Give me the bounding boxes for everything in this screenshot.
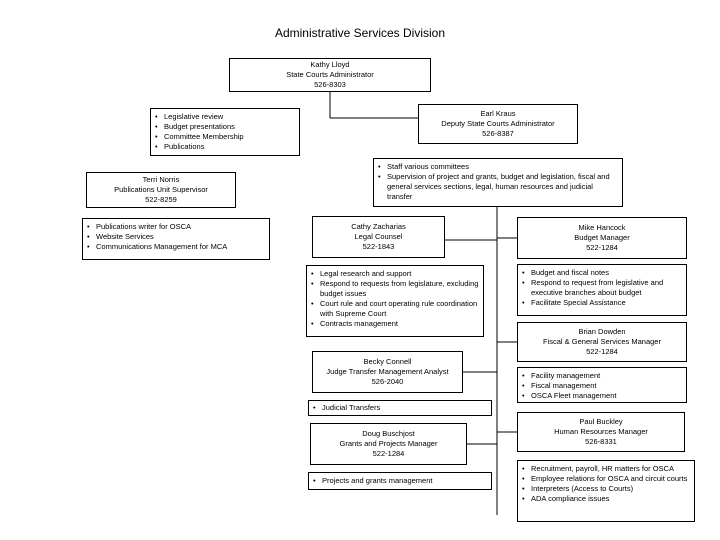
box-fiscal-general-services-manager: Brian Dowden Fiscal & General Services M… bbox=[517, 322, 687, 362]
zacharias-duty: Court rule and court operating rule coor… bbox=[311, 299, 479, 319]
buschjost-name: Doug Buschjost bbox=[362, 429, 415, 438]
buckley-duties-list: Recruitment, payroll, HR matters for OSC… bbox=[517, 460, 695, 522]
lloyd-duty: Committee Membership bbox=[155, 132, 295, 142]
norris-duties-list: Publications writer for OSCA Website Ser… bbox=[82, 218, 270, 260]
lloyd-duty: Budget presentations bbox=[155, 122, 295, 132]
box-legal-counsel: Cathy Zacharias Legal Counsel 522-1843 bbox=[312, 216, 445, 258]
connell-duty: Judicial Transfers bbox=[313, 403, 487, 413]
dowden-duties-list: Facility management Fiscal management OS… bbox=[517, 367, 687, 403]
zacharias-duties-list: Legal research and support Respond to re… bbox=[306, 265, 484, 337]
box-deputy-administrator: Earl Kraus Deputy State Courts Administr… bbox=[418, 104, 578, 144]
norris-role: Publications Unit Supervisor bbox=[114, 185, 208, 194]
lloyd-duty: Legislative review bbox=[155, 112, 295, 122]
kraus-duties-list: Staff various committees Supervision of … bbox=[373, 158, 623, 207]
norris-phone: 522-8259 bbox=[145, 195, 177, 204]
zacharias-phone: 522-1843 bbox=[362, 242, 395, 251]
lloyd-phone: 526-8303 bbox=[314, 80, 346, 89]
lloyd-role: State Courts Administrator bbox=[286, 70, 374, 79]
connell-role: Judge Transfer Management Analyst bbox=[326, 367, 449, 376]
buckley-duty: Interpreters (Access to Courts) bbox=[522, 484, 690, 494]
hancock-duty: Respond to request from legislative and … bbox=[522, 278, 682, 298]
dowden-duty: Facility management bbox=[522, 371, 682, 381]
zacharias-duty: Respond to requests from legislature, ex… bbox=[311, 279, 479, 299]
buckley-duty: Employee relations for OSCA and circuit … bbox=[522, 474, 690, 484]
buschjost-role: Grants and Projects Manager bbox=[339, 439, 438, 448]
norris-duty: Publications writer for OSCA bbox=[87, 222, 265, 232]
buckley-duty: Recruitment, payroll, HR matters for OSC… bbox=[522, 464, 690, 474]
kraus-role: Deputy State Courts Administrator bbox=[441, 119, 555, 128]
box-budget-manager: Mike Hancock Budget Manager 522-1284 bbox=[517, 217, 687, 259]
box-judge-transfer-analyst: Becky Connell Judge Transfer Management … bbox=[312, 351, 463, 393]
norris-duty: Communications Management for MCA bbox=[87, 242, 265, 252]
zacharias-role: Legal Counsel bbox=[354, 232, 403, 241]
norris-name: Terri Norris bbox=[142, 175, 180, 184]
zacharias-duty: Contracts management bbox=[311, 319, 479, 329]
hancock-phone: 522-1284 bbox=[586, 243, 618, 252]
buschjost-duties-list: Projects and grants management bbox=[308, 472, 492, 490]
connell-name: Becky Connell bbox=[363, 357, 412, 366]
buckley-duty: ADA compliance issues bbox=[522, 494, 690, 504]
kraus-phone: 526-8387 bbox=[482, 129, 514, 138]
zacharias-name: Cathy Zacharias bbox=[351, 222, 406, 231]
lloyd-duties-list: Legislative review Budget presentations … bbox=[150, 108, 300, 156]
dowden-duty: Fiscal management bbox=[522, 381, 682, 391]
connell-phone: 526-2040 bbox=[371, 377, 404, 386]
hancock-role: Budget Manager bbox=[574, 233, 630, 242]
dowden-name: Brian Dowden bbox=[578, 327, 626, 336]
hancock-duty: Facilitate Special Assistance bbox=[522, 298, 682, 308]
norris-duty: Website Services bbox=[87, 232, 265, 242]
kraus-name: Earl Kraus bbox=[480, 109, 516, 118]
page-title: Administrative Services Division bbox=[274, 26, 446, 40]
buckley-name: Paul Buckley bbox=[579, 417, 623, 426]
connell-duties-list: Judicial Transfers bbox=[308, 400, 492, 416]
zacharias-duty: Legal research and support bbox=[311, 269, 479, 279]
dowden-role: Fiscal & General Services Manager bbox=[543, 337, 661, 346]
buckley-role: Human Resources Manager bbox=[554, 427, 648, 436]
buckley-phone: 526-8331 bbox=[585, 437, 617, 446]
box-state-courts-administrator: Kathy Lloyd State Courts Administrator 5… bbox=[229, 58, 431, 92]
lloyd-name: Kathy Lloyd bbox=[310, 60, 350, 69]
box-grants-projects-manager: Doug Buschjost Grants and Projects Manag… bbox=[310, 423, 467, 465]
hancock-name: Mike Hancock bbox=[578, 223, 626, 232]
dowden-duty: OSCA Fleet management bbox=[522, 391, 682, 401]
lloyd-duty: Publications bbox=[155, 142, 295, 152]
box-publications-supervisor: Terri Norris Publications Unit Superviso… bbox=[86, 172, 236, 208]
kraus-duty: Staff various committees bbox=[378, 162, 618, 172]
dowden-phone: 522-1284 bbox=[586, 347, 618, 356]
buschjost-duty: Projects and grants management bbox=[313, 476, 487, 486]
kraus-duty: Supervision of project and grants, budge… bbox=[378, 172, 618, 202]
box-human-resources-manager: Paul Buckley Human Resources Manager 526… bbox=[517, 412, 685, 452]
buschjost-phone: 522-1284 bbox=[372, 449, 405, 458]
hancock-duties-list: Budget and fiscal notes Respond to reque… bbox=[517, 264, 687, 316]
hancock-duty: Budget and fiscal notes bbox=[522, 268, 682, 278]
